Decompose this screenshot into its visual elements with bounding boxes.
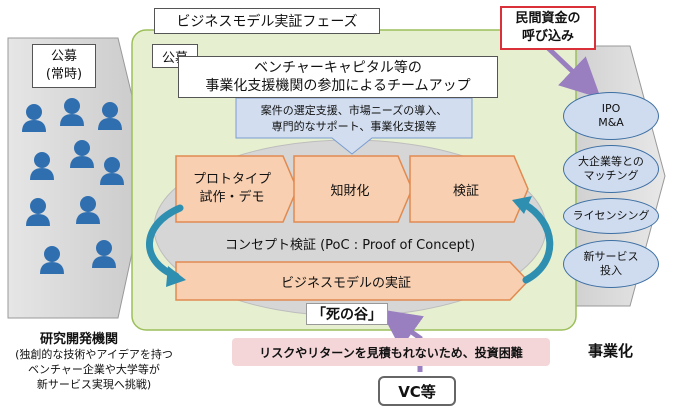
research-desc-line-1: (独創的な技術やアイデアを持つ <box>15 348 173 361</box>
support-line-1: 案件の選定支援、市場ニーズの導入、 <box>260 104 448 117</box>
people-group <box>22 98 124 274</box>
left-loop-arrow <box>146 204 184 280</box>
public-offering-left: 公募 (常時) <box>32 44 96 88</box>
funds-arrow <box>546 46 601 99</box>
person-icon <box>98 102 122 130</box>
commercialization-label: 事業化 <box>588 342 634 360</box>
private-funds-line-2: 呼び込み <box>521 29 574 44</box>
stage-prototype-line-2: 試作・デモ <box>199 190 265 205</box>
team-up-box: ベンチャーキャピタル等の 事業化支援機関の参加によるチームアップ <box>178 56 498 98</box>
private-funds-line-1: 民間資金の <box>515 11 581 26</box>
support-line-2: 専門的なサポート、事業化支援等 <box>271 120 437 133</box>
stage-prototype-line-1: プロトタイプ <box>192 172 271 187</box>
exit-new-service: 新サービス 投入 <box>563 240 659 288</box>
person-icon <box>26 198 50 226</box>
exit-matching-line-2: マッチング <box>583 169 639 182</box>
exit-new-service-line-2: 投入 <box>600 264 622 277</box>
exit-licensing-line-1: ライセンシング <box>572 209 650 222</box>
exit-licensing: ライセンシング <box>563 198 659 234</box>
person-icon <box>30 152 54 180</box>
person-icon <box>70 140 94 168</box>
stage-prototype: プロトタイプ 試作・デモ <box>176 156 288 222</box>
team-up-line-1: ベンチャーキャピタル等の <box>254 60 422 76</box>
exit-new-service-line-1: 新サービス <box>583 250 639 263</box>
stage-verification: 検証 <box>452 183 479 199</box>
business-model-label: ビジネスモデルの実証 <box>280 275 411 291</box>
person-icon <box>76 196 100 224</box>
valley-of-death: 「死の谷」 <box>306 303 388 325</box>
person-icon <box>40 246 64 274</box>
vc-box: VC等 <box>378 376 456 406</box>
business-model-shape <box>175 261 530 301</box>
exit-matching-line-1: 大企業等との <box>578 155 644 168</box>
support-callout <box>235 97 473 155</box>
exit-ipo-line-2: M&A <box>598 116 624 129</box>
public-offering-label: 公募 <box>50 49 77 64</box>
public-offering-sub: (常時) <box>45 67 83 82</box>
right-loop-arrow <box>520 200 554 284</box>
research-desc-line-2: ベンチャー企業や大学等が <box>28 363 160 376</box>
risk-note: リスクやリターンを見積もれないため、投資困難 <box>232 338 550 366</box>
poc-label: コンセプト検証 (PoC : Proof of Concept) <box>224 237 476 253</box>
stage-shape-2 <box>293 155 413 223</box>
team-up-line-2: 事業化支援機関の参加によるチームアップ <box>205 78 471 94</box>
exit-ipo: IPO M&A <box>563 92 659 140</box>
person-icon <box>92 240 116 268</box>
research-title: 研究開発機関 <box>40 332 119 347</box>
exit-matching: 大企業等との マッチング <box>563 145 659 193</box>
person-icon <box>22 104 46 132</box>
support-description: 案件の選定支援、市場ニーズの導入、 専門的なサポート、事業化支援等 <box>236 100 472 138</box>
stage-ip: 知財化 <box>330 183 370 199</box>
research-desc-line-3: 新サービス実現へ挑戦) <box>36 378 152 391</box>
exit-ipo-line-1: IPO <box>601 102 621 115</box>
person-icon <box>60 98 84 126</box>
person-icon <box>100 157 124 185</box>
private-funds-box: 民間資金の 呼び込み <box>500 6 596 50</box>
research-description: (独創的な技術やアイデアを持つ ベンチャー企業や大学等が 新サービス実現へ挑戦) <box>4 347 184 392</box>
phase-title: ビジネスモデル実証フェーズ <box>154 8 380 34</box>
